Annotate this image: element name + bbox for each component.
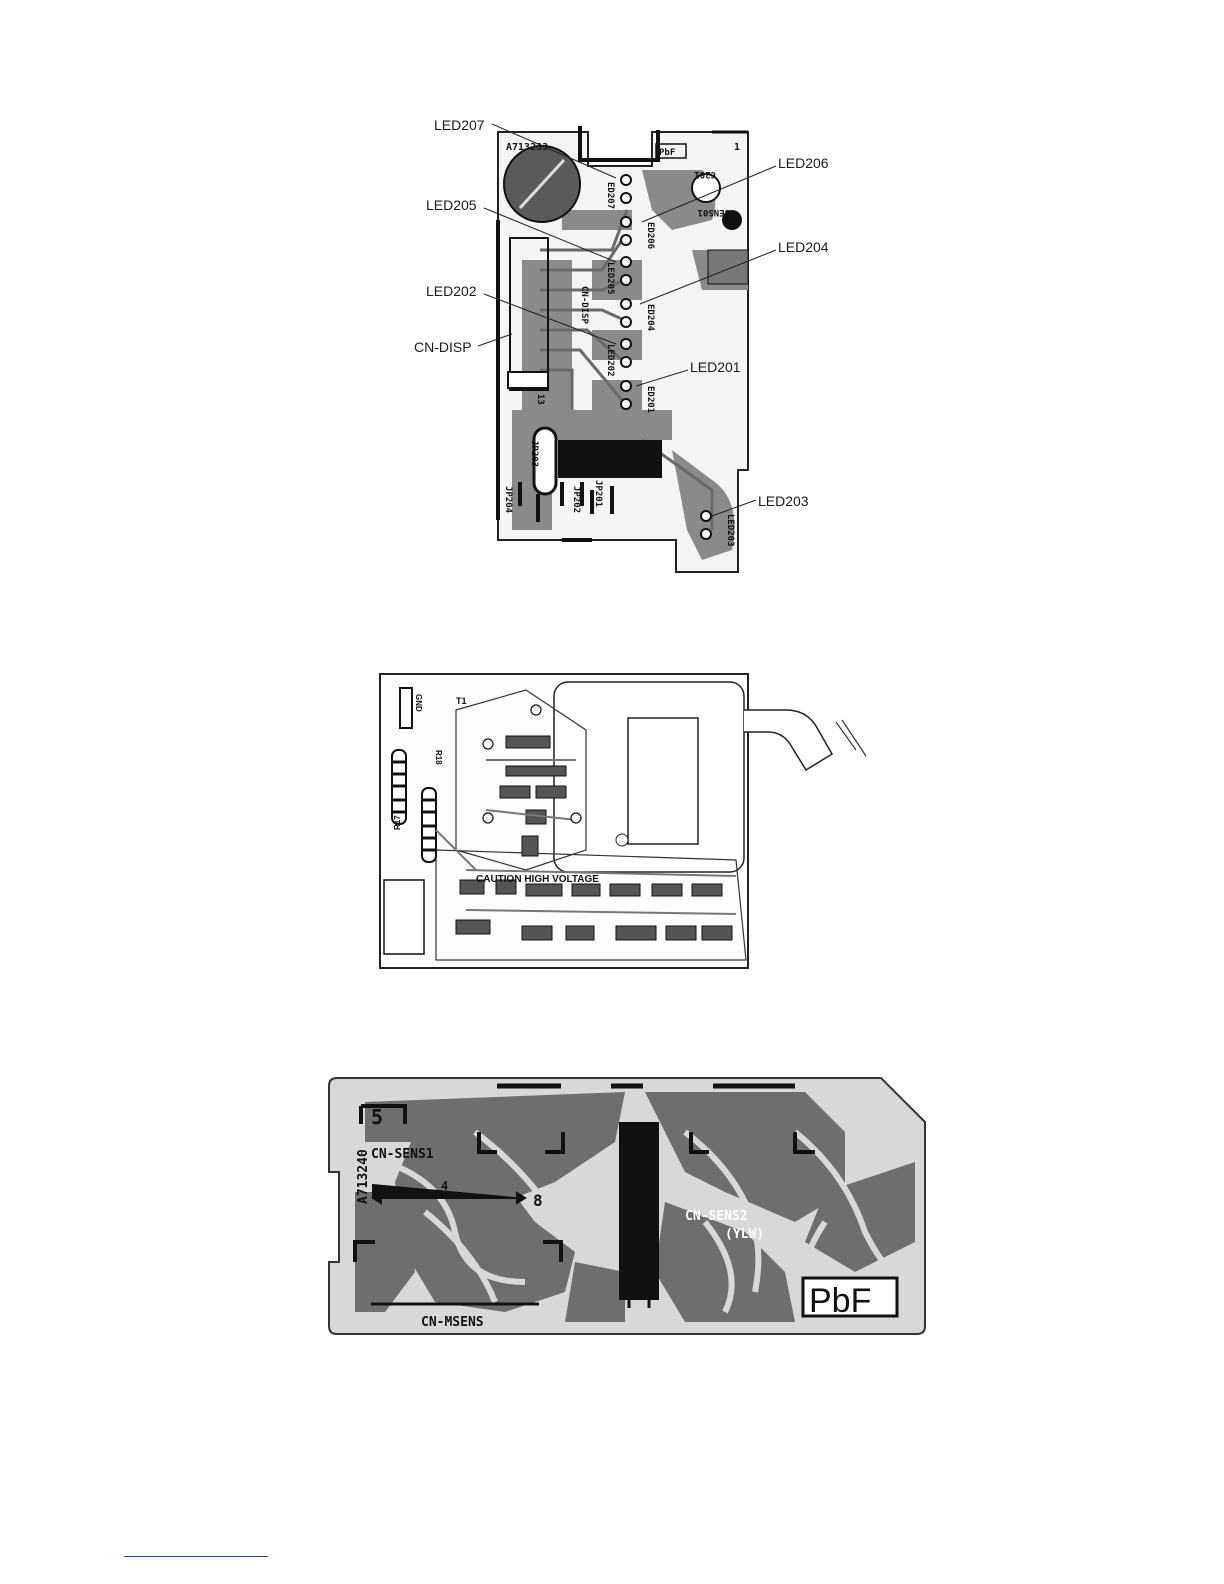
silk-jp201: JP201 xyxy=(593,480,603,507)
callout-led202: LED202 xyxy=(426,283,477,299)
silk-cn: CN-DISP xyxy=(579,286,589,325)
callout-led206: LED206 xyxy=(778,155,829,171)
board-code: A713233 xyxy=(506,142,548,153)
sensor-cn-msens: CN-MSENS xyxy=(421,1315,484,1330)
silk-jp204: JP204 xyxy=(503,486,513,514)
silk-jp203: JP203 xyxy=(529,440,539,467)
sensor-pbf: PbF xyxy=(809,1282,871,1320)
sensor-board-svg: 5 CN-SENS1 A713240 4 8 CN-SENS2 (YLW) CN… xyxy=(325,1072,931,1340)
sensor-cn-sens2: CN-SENS2 xyxy=(685,1209,748,1224)
label-gnd: GND xyxy=(414,694,423,712)
high-voltage-board-figure: T1 GND R18 R17 CAUTION HIGH VOLTAGE xyxy=(376,670,872,975)
label-r17: R17 xyxy=(393,815,402,830)
pbf-mark: PbF xyxy=(659,148,675,158)
display-board-svg: A713233 PbF 1 C201 SENS01 ED207 ED206 LE… xyxy=(412,110,837,585)
sensor-board-code: A713240 xyxy=(356,1149,371,1204)
silk-d201: ED201 xyxy=(645,386,655,413)
silk-d207: ED207 xyxy=(605,182,615,209)
silk-c201: C201 xyxy=(694,169,716,179)
silk-pin1: 1 xyxy=(734,142,740,153)
silk-jp202: JP202 xyxy=(571,486,581,513)
silk-d203: LED203 xyxy=(725,514,735,547)
silk-d202: LED202 xyxy=(605,344,615,377)
sensor-cn-sens1: CN-SENS1 xyxy=(371,1147,434,1162)
silk-pin13: 13 xyxy=(535,394,545,405)
silk-sensor: SENS01 xyxy=(697,207,730,217)
sensor-ylw: (YLW) xyxy=(725,1227,764,1242)
callout-cn-disp: CN-DISP xyxy=(414,339,472,355)
callout-led205: LED205 xyxy=(426,197,477,213)
silk-d204: ED204 xyxy=(645,304,655,332)
sensor-pin8: 8 xyxy=(533,1191,543,1210)
silk-d205: LED205 xyxy=(605,262,615,295)
display-board-figure: A713233 PbF 1 C201 SENS01 ED207 ED206 LE… xyxy=(412,110,837,585)
sensor-pin5: 5 xyxy=(371,1105,383,1129)
callout-led201: LED201 xyxy=(690,359,741,375)
sensor-board-figure: 5 CN-SENS1 A713240 4 8 CN-SENS2 (YLW) CN… xyxy=(325,1072,931,1340)
callout-led207: LED207 xyxy=(434,117,485,133)
label-caution: CAUTION HIGH VOLTAGE xyxy=(476,874,599,885)
silk-d206: ED206 xyxy=(645,222,655,249)
label-t1: T1 xyxy=(456,696,467,706)
callout-led204: LED204 xyxy=(778,239,829,255)
label-r18: R18 xyxy=(434,750,443,765)
callout-led203: LED203 xyxy=(758,493,809,509)
footnote-rule xyxy=(124,1556,268,1557)
sensor-pin4: 4 xyxy=(441,1179,448,1193)
high-voltage-board-svg: T1 GND R18 R17 CAUTION HIGH VOLTAGE xyxy=(376,670,872,975)
